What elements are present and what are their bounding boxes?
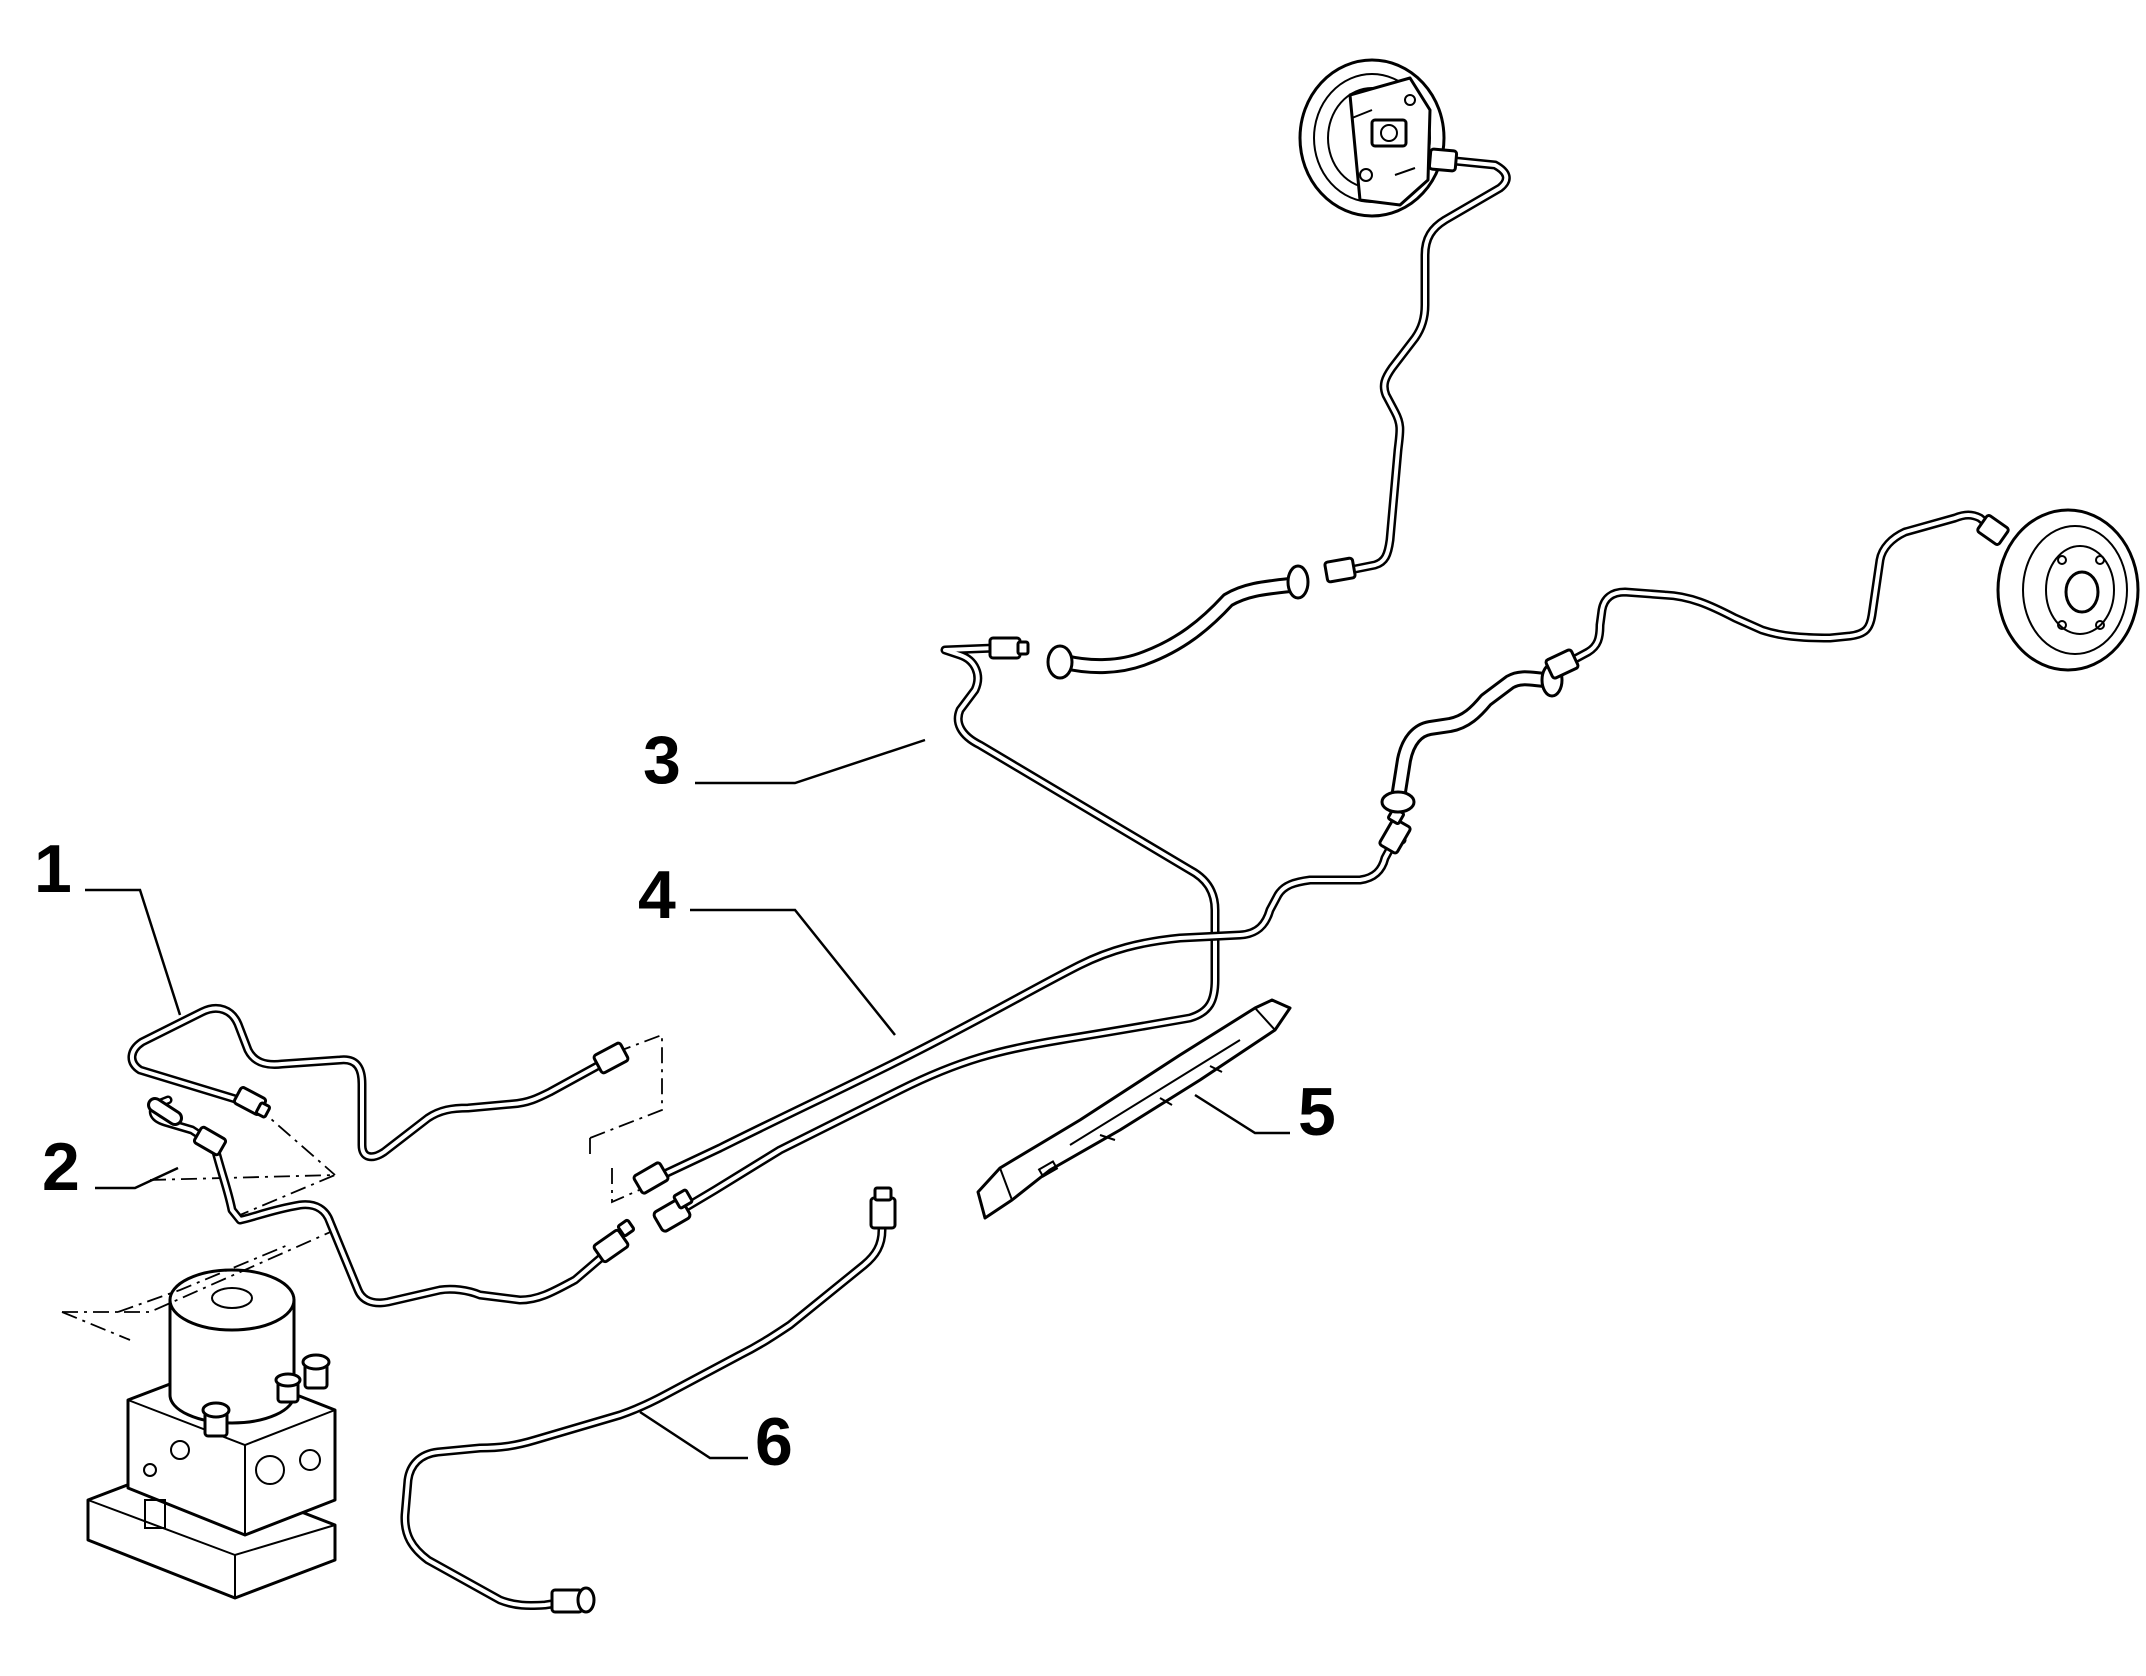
flexible-hose-right [1380,662,1564,814]
rear-left-brake-drum [1298,58,1446,218]
rear-right-brake-pipe [1544,510,2010,680]
assembly-reference-lines [61,1033,663,1341]
callout-labels: 1 2 3 4 5 6 [34,722,1336,1480]
pipe-3-fitting-right [988,636,1030,660]
pipe-1-fitting-end [592,1041,630,1075]
pipe-protection-shield [976,998,1292,1220]
rear-left-brake-pipe [1323,147,1511,584]
flexible-hose-left [1046,564,1310,680]
brake-pipe-1 [127,1004,630,1162]
abs-modulator-unit [86,1268,337,1600]
pipe-3-fitting-left [652,1188,694,1233]
pipe-2-fitting-abs [192,1125,228,1157]
callout-4: 4 [638,857,676,933]
pipe-6-fitting-top [869,1186,897,1230]
brake-pipe-4 [632,807,1412,1195]
brake-pipe-3 [652,636,1220,1233]
callout-1: 1 [34,831,72,907]
callout-5: 5 [1298,1074,1336,1150]
brake-pipe-6 [400,1186,897,1614]
pipe-6-fitting-bottom [550,1586,596,1614]
brake-pipe-2 [147,1095,636,1308]
callout-2: 2 [42,1129,80,1205]
pipe-2-fitting-end [592,1218,636,1264]
rear-right-brake-drum [1996,508,2140,672]
leader-lines [85,738,1290,1460]
pipe-1-fitting-abs [232,1086,272,1119]
pipe-4-fitting-left [632,1161,670,1195]
callout-6: 6 [755,1404,793,1480]
callout-3: 3 [643,722,681,798]
pipe-4-fitting-right [1378,807,1412,855]
